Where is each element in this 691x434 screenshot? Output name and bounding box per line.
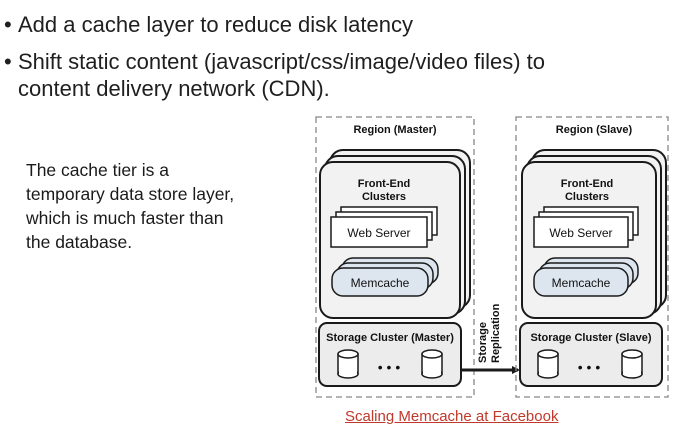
bullet-cdn: •Shift static content (javascript/css/im… (4, 48, 545, 75)
database-icon (537, 349, 559, 379)
bullet-dot: • (4, 49, 12, 74)
bullet-text: Add a cache layer to reduce disk latency (18, 12, 414, 37)
web-server-label: Web Server (347, 226, 410, 240)
memcache-label: Memcache (351, 276, 410, 290)
cache-tier-description: The cache tier is a temporary data store… (26, 158, 286, 254)
description-line: the database. (26, 232, 133, 252)
clusters-label: Clusters (362, 191, 406, 203)
region-slave: Region (Slave) Front-End Clusters Web Se… (515, 116, 669, 398)
replication-label-replication: Replication (490, 303, 502, 363)
storage-cluster-slave-title: Storage Cluster (Slave) (530, 332, 651, 344)
region-slave-title: Region (Slave) (556, 124, 633, 136)
bullet-cdn-continuation: content delivery network (CDN). (18, 76, 330, 101)
region-master-title: Region (Master) (353, 124, 436, 136)
region-master: Region (Master) Front-End Clusters Web S… (315, 116, 475, 398)
memcache-box (533, 267, 629, 297)
memcache-label: Memcache (552, 276, 611, 290)
description-line: temporary data store layer, (26, 184, 235, 204)
web-server-box (330, 216, 428, 248)
storage-ellipsis: • • • (378, 359, 401, 375)
web-server-label: Web Server (549, 226, 612, 240)
bullet-text: Shift static content (javascript/css/ima… (18, 49, 545, 74)
clusters-label: Clusters (565, 191, 609, 203)
database-icon (337, 349, 359, 379)
region-master-border (315, 116, 475, 398)
web-server-box (533, 216, 629, 248)
front-end-label: Front-End (358, 178, 411, 190)
storage-replication-arrow: Storage Replication (461, 303, 520, 374)
region-slave-border (515, 116, 669, 398)
database-icon (621, 349, 643, 379)
replication-label-storage: Storage (477, 322, 489, 363)
description-line: The cache tier is a (26, 160, 169, 180)
storage-cluster-master-title: Storage Cluster (Master) (326, 332, 454, 344)
description-line: which is much faster than (26, 208, 224, 228)
scaling-memcache-link[interactable]: Scaling Memcache at Facebook (345, 408, 559, 425)
bullet-cache-layer: •Add a cache layer to reduce disk latenc… (4, 11, 413, 38)
storage-ellipsis: • • • (578, 359, 601, 375)
memcache-box (331, 267, 429, 297)
database-icon (421, 349, 443, 379)
bullet-dot: • (4, 12, 12, 37)
front-end-label: Front-End (561, 178, 614, 190)
